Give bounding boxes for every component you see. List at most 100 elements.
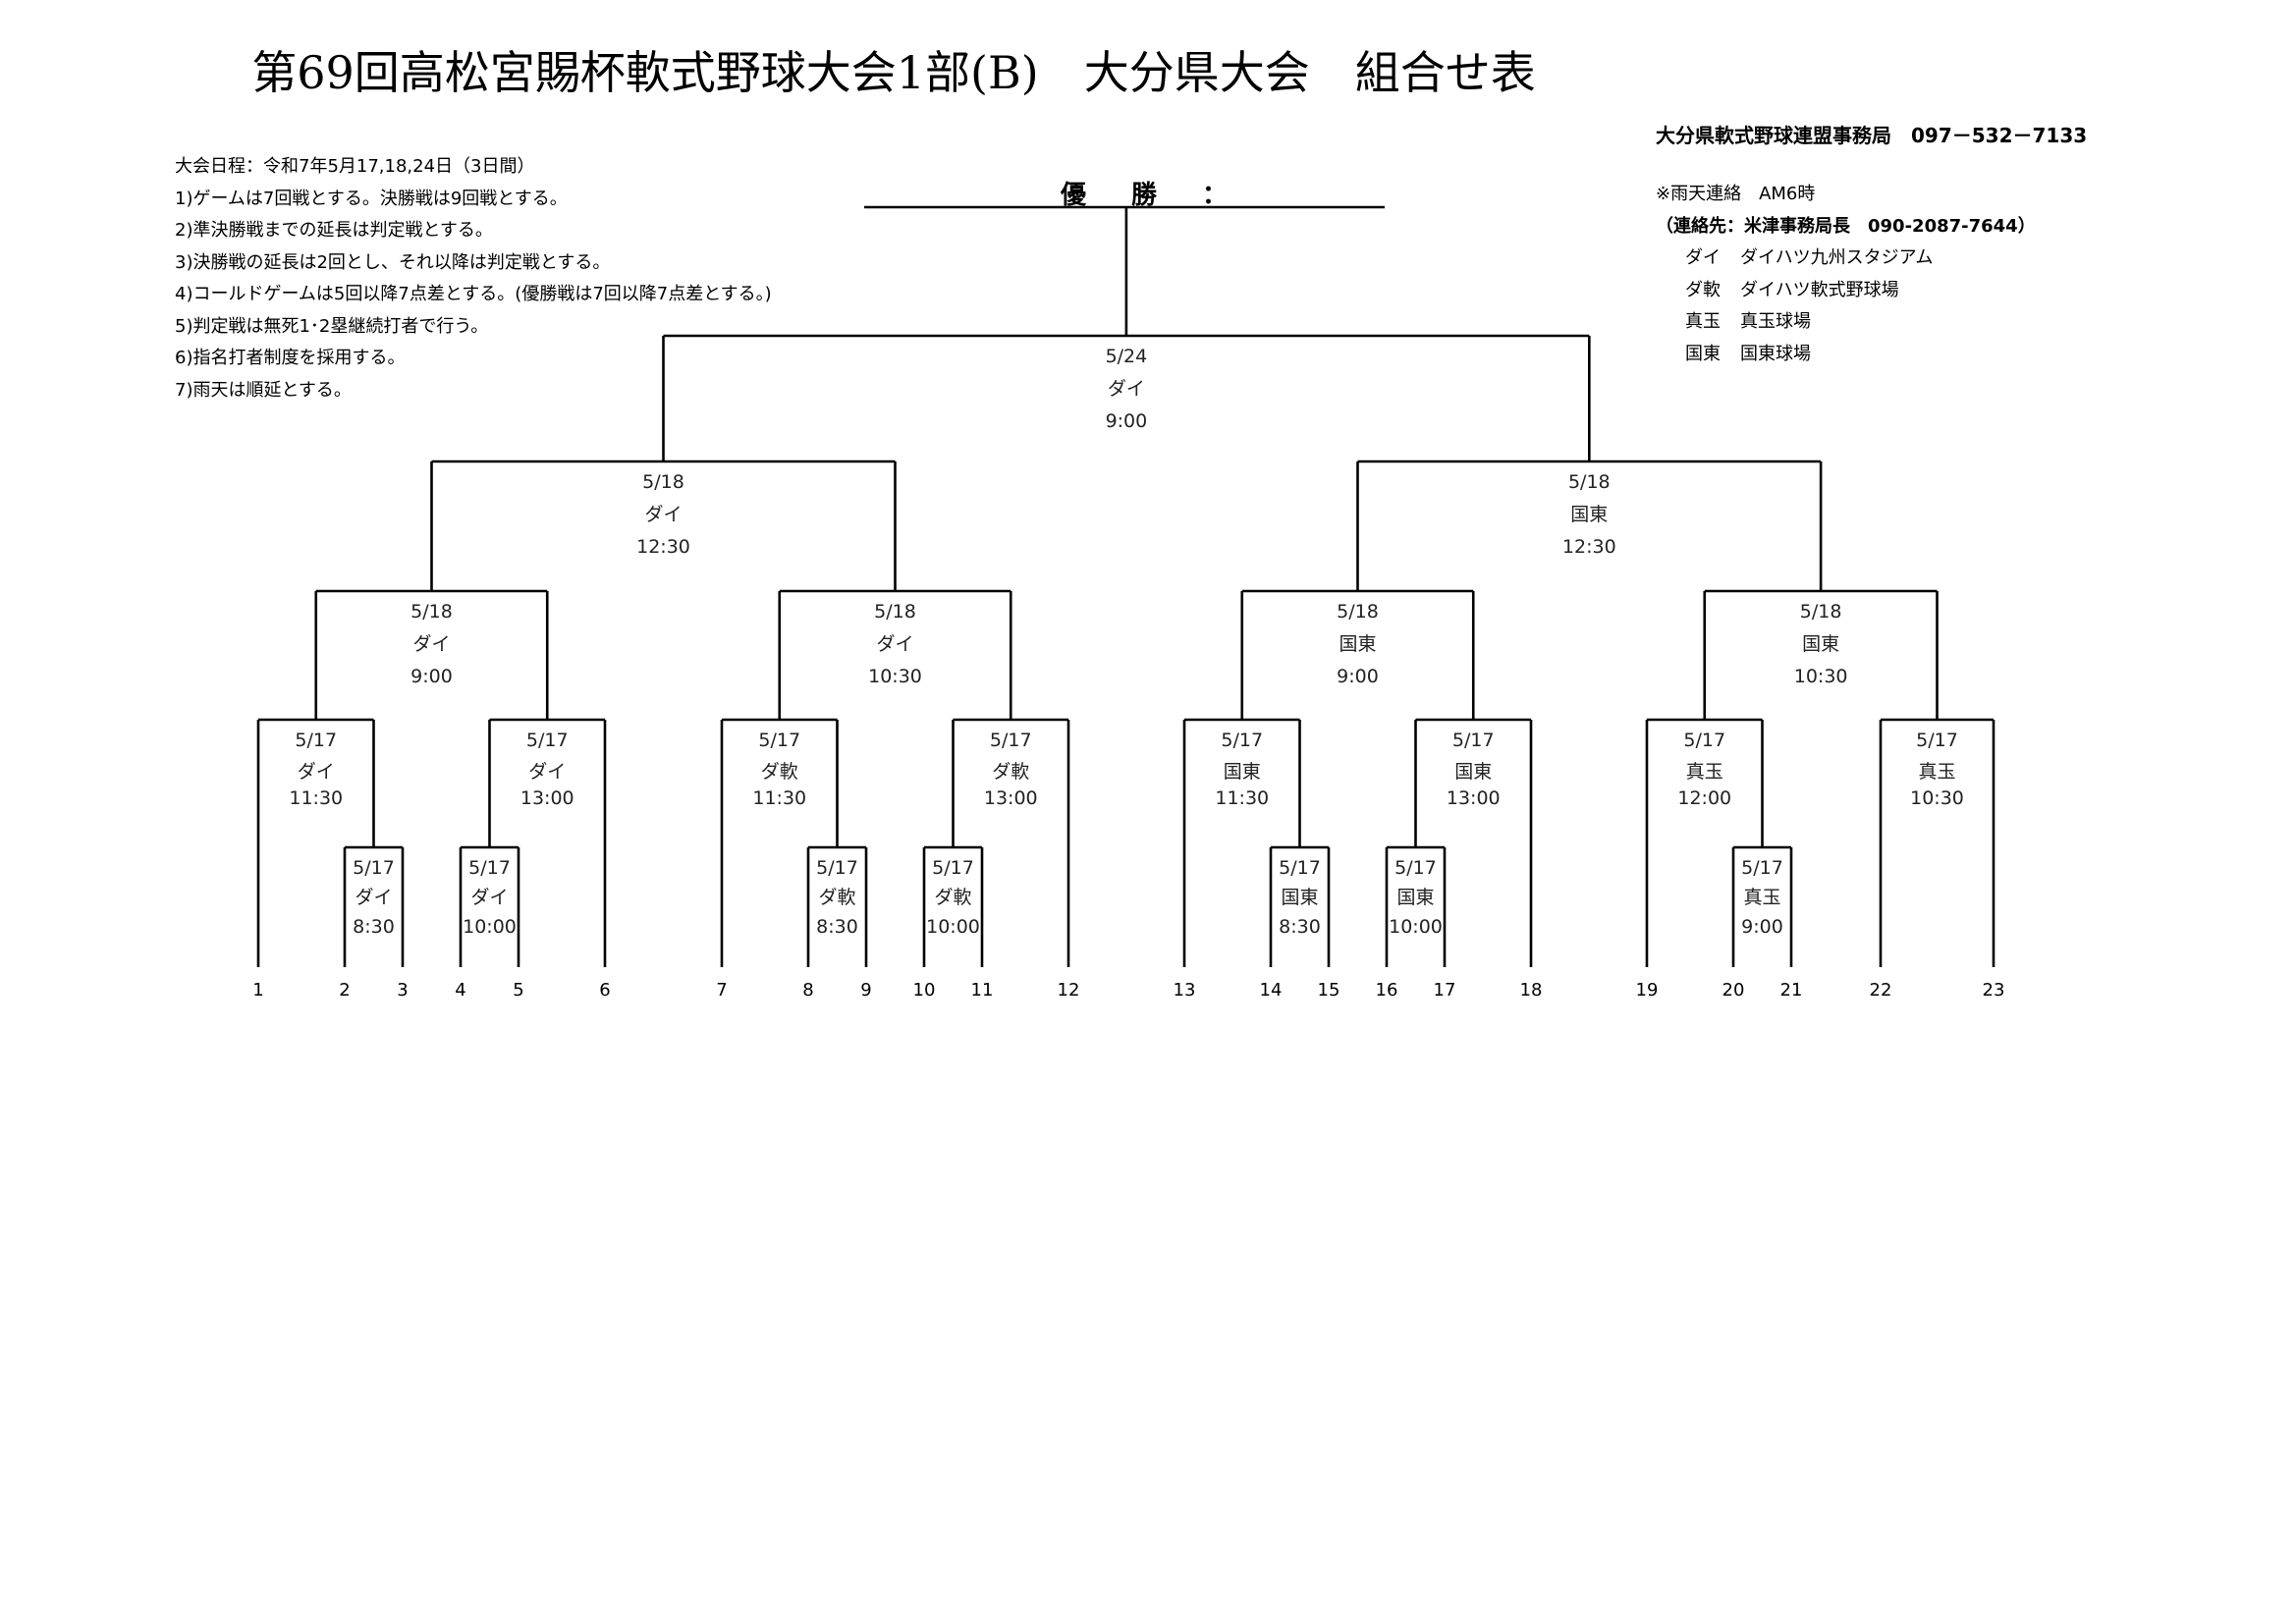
- match-venue: 真玉: [1918, 761, 1956, 783]
- match-date: 5/17: [1916, 730, 1958, 751]
- match-venue: ダ軟: [992, 761, 1030, 783]
- match-date: 5/17: [1683, 730, 1726, 751]
- match-time: 9:00: [1741, 916, 1783, 938]
- match-time: 9:00: [1105, 410, 1148, 432]
- team-number: 15: [1317, 980, 1340, 1001]
- rule-item: 7)雨天は順延とする。: [175, 379, 352, 401]
- match-time: 8:30: [353, 916, 395, 938]
- match-date: 5/17: [525, 730, 569, 751]
- team-number: 13: [1173, 980, 1196, 1001]
- match-time: 9:00: [410, 666, 453, 687]
- team-number: 2: [339, 980, 351, 1001]
- match-time: 10:00: [1389, 916, 1443, 938]
- match-time: 10:30: [1910, 787, 1964, 809]
- team-number: 14: [1259, 980, 1283, 1001]
- venue-abbr: 真玉: [1685, 311, 1721, 332]
- match-venue: ダイ: [470, 887, 509, 908]
- match-time: 10:30: [868, 666, 922, 687]
- match-date: 5/18: [410, 601, 453, 623]
- match-time: 10:00: [463, 916, 517, 938]
- rule-item: 3)決勝戦の延長は2回とし、それ以降は判定戦とする。: [175, 251, 611, 273]
- venue-abbr: ダイ: [1685, 247, 1721, 268]
- team-number: 16: [1375, 980, 1398, 1001]
- team-number: 5: [513, 980, 524, 1001]
- office-contact: 大分県軟式野球連盟事務局 097－532－7133: [1656, 124, 2088, 147]
- team-number: 12: [1057, 980, 1080, 1001]
- rules-list: 大会日程：令和7年5月17,18,24日（3日間） 1)ゲームは7回戦とする。決…: [175, 151, 772, 406]
- match-venue: ダイ: [528, 761, 567, 783]
- rule-item: 2)準決勝戦までの延長は判定戦とする。: [175, 220, 493, 241]
- rain-contact: ※雨天連絡 AM6時: [1656, 184, 1816, 204]
- team-number: 9: [860, 980, 872, 1001]
- venue-name: ダイハツ軟式野球場: [1740, 279, 1899, 300]
- match-date: 5/17: [989, 730, 1032, 751]
- match-date: 5/17: [468, 857, 511, 879]
- match-venue: 国東: [1396, 887, 1435, 908]
- match-venue: 国東: [1339, 633, 1377, 655]
- page-title: 第69回高松宮賜杯軟式野球大会1部(B) 大分県大会 組合せ表: [251, 46, 1536, 99]
- team-number: 18: [1519, 980, 1543, 1001]
- match-venue: 国東: [1570, 504, 1609, 525]
- rule-item: 5)判定戦は無死1･2塁継続打者で行う。: [175, 315, 489, 337]
- match-date: 5/18: [1567, 471, 1611, 493]
- match-time: 8:30: [816, 916, 858, 938]
- match-venue: ダ軟: [760, 761, 798, 783]
- venue-name: ダイハツ九州スタジアム: [1740, 247, 1934, 268]
- match-venue: ダイ: [1107, 378, 1145, 400]
- team-number: 1: [252, 980, 264, 1001]
- match-date: 5/17: [816, 857, 858, 879]
- match-venue: 国東: [1281, 887, 1319, 908]
- match-time: 13:00: [1446, 787, 1501, 809]
- match-venue: ダイ: [412, 633, 451, 655]
- match-date: 5/18: [1799, 601, 1842, 623]
- rule-item: 4)コールドゲームは5回以降7点差とする。(優勝戦は7回以降7点差とする。): [175, 284, 772, 304]
- team-number: 4: [455, 980, 466, 1001]
- venue-legend-item: ダイダイハツ九州スタジアム: [1656, 243, 2036, 275]
- team-number: 19: [1635, 980, 1659, 1001]
- match-venue: ダイ: [876, 633, 914, 655]
- venue-legend-item: 真玉真玉球場: [1656, 306, 2036, 339]
- match-time: 12:00: [1677, 787, 1732, 809]
- team-number: 6: [599, 980, 611, 1001]
- match-date: 5/18: [642, 471, 684, 493]
- contact-info: ※雨天連絡 AM6時 （連絡先：米津事務局長 090-2087-7644） ダイ…: [1656, 179, 2036, 370]
- match-date: 5/17: [1741, 857, 1783, 879]
- match-date: 5/24: [1105, 346, 1148, 367]
- team-number: 17: [1433, 980, 1456, 1001]
- venue-abbr: 国東: [1685, 343, 1721, 364]
- venue-abbr: ダ軟: [1685, 279, 1721, 300]
- team-number: 22: [1869, 980, 1892, 1001]
- venue-name: 真玉球場: [1740, 311, 1811, 332]
- match-date: 5/17: [1221, 730, 1264, 751]
- team-number: 21: [1779, 980, 1803, 1001]
- venue-name: 国東球場: [1740, 343, 1811, 364]
- match-time: 9:00: [1337, 666, 1379, 687]
- match-date: 5/18: [874, 601, 916, 623]
- match-time: 10:30: [1793, 666, 1848, 687]
- match-time: 11:30: [752, 787, 807, 809]
- match-venue: 国東: [1223, 761, 1261, 783]
- team-number: 11: [970, 980, 994, 1001]
- match-date: 5/17: [758, 730, 801, 751]
- match-venue: 真玉: [1685, 761, 1723, 783]
- match-date: 5/17: [295, 730, 338, 751]
- match-venue: ダ軟: [818, 887, 856, 908]
- match-date: 5/17: [932, 857, 974, 879]
- match-venue: ダ軟: [934, 887, 972, 908]
- match-venue: 真玉: [1743, 887, 1781, 908]
- team-number: 7: [716, 980, 728, 1001]
- team-number: 3: [397, 980, 409, 1001]
- match-time: 13:00: [519, 787, 574, 809]
- match-date: 5/17: [353, 857, 395, 879]
- match-venue: ダイ: [355, 887, 393, 908]
- match-time: 13:00: [983, 787, 1038, 809]
- match-venue: ダイ: [644, 504, 683, 525]
- match-venue: ダイ: [297, 761, 335, 783]
- team-number: 20: [1722, 980, 1745, 1001]
- team-number: 8: [802, 980, 814, 1001]
- match-time: 11:30: [1215, 787, 1270, 809]
- rule-item: 6)指名打者制度を採用する。: [175, 348, 406, 368]
- match-time: 8:30: [1279, 916, 1321, 938]
- match-time: 11:30: [289, 787, 344, 809]
- match-time: 12:30: [636, 536, 690, 558]
